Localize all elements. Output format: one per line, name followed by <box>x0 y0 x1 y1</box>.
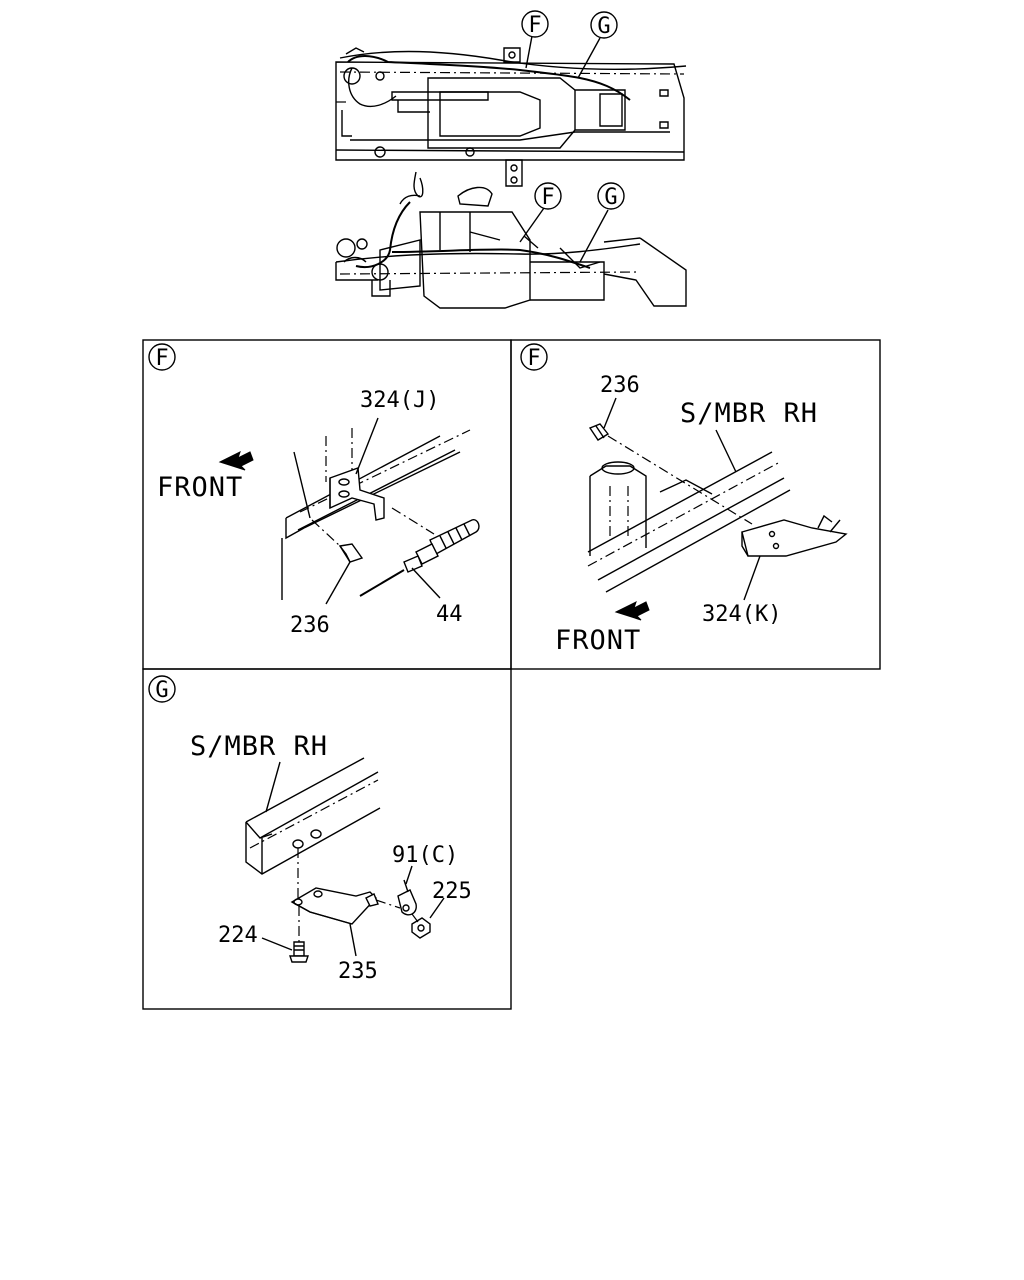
label-bracket-235: 235 <box>338 959 378 984</box>
panel-g-clip-bracket: G S/MBR R <box>148 675 472 984</box>
panel-tag: F <box>155 346 168 371</box>
panel-tag-circle <box>520 343 548 371</box>
label-bolt-236: 236 <box>290 613 330 638</box>
overview-side-view <box>335 171 687 309</box>
front-label: FRONT <box>555 625 641 656</box>
callout-label: F <box>541 185 554 210</box>
front-arrow-icon <box>218 451 254 471</box>
front-arrow-icon <box>614 601 650 621</box>
panel-f-cable-bracket: F FRONT 324(J) 236 44 <box>148 343 480 638</box>
label-cable-44: 44 <box>436 602 463 627</box>
panel-f-side-member-bracket: F FRONT 236 S/MBR RH 324(K) <box>520 343 848 656</box>
callout-label: G <box>604 185 617 210</box>
overview-callout-f-top: F <box>521 10 549 38</box>
label-bracket-324k: 324(K) <box>702 602 781 627</box>
label-nut-225: 225 <box>432 879 472 904</box>
panel-frames <box>142 339 881 1010</box>
callout-label: G <box>597 14 610 39</box>
label-bolt-236: 236 <box>600 373 640 398</box>
label-bolt-224: 224 <box>218 923 258 948</box>
panel-tag-circle <box>148 675 176 703</box>
overview-callout-g-side: G <box>597 182 625 210</box>
label-side-member: S/MBR RH <box>190 731 328 762</box>
panel-tag-circle <box>148 343 176 371</box>
overview-callout-f-side: F <box>534 182 562 210</box>
label-side-member: S/MBR RH <box>680 398 818 429</box>
overview-top-view <box>335 35 687 187</box>
label-bracket-324j: 324(J) <box>360 388 439 413</box>
callout-label: F <box>528 13 541 38</box>
overview-callout-g-top: G <box>590 11 618 39</box>
panel-tag: F <box>527 346 540 371</box>
label-clip-91c: 91(C) <box>392 843 458 868</box>
front-label: FRONT <box>157 472 243 503</box>
panel-tag: G <box>155 678 168 703</box>
